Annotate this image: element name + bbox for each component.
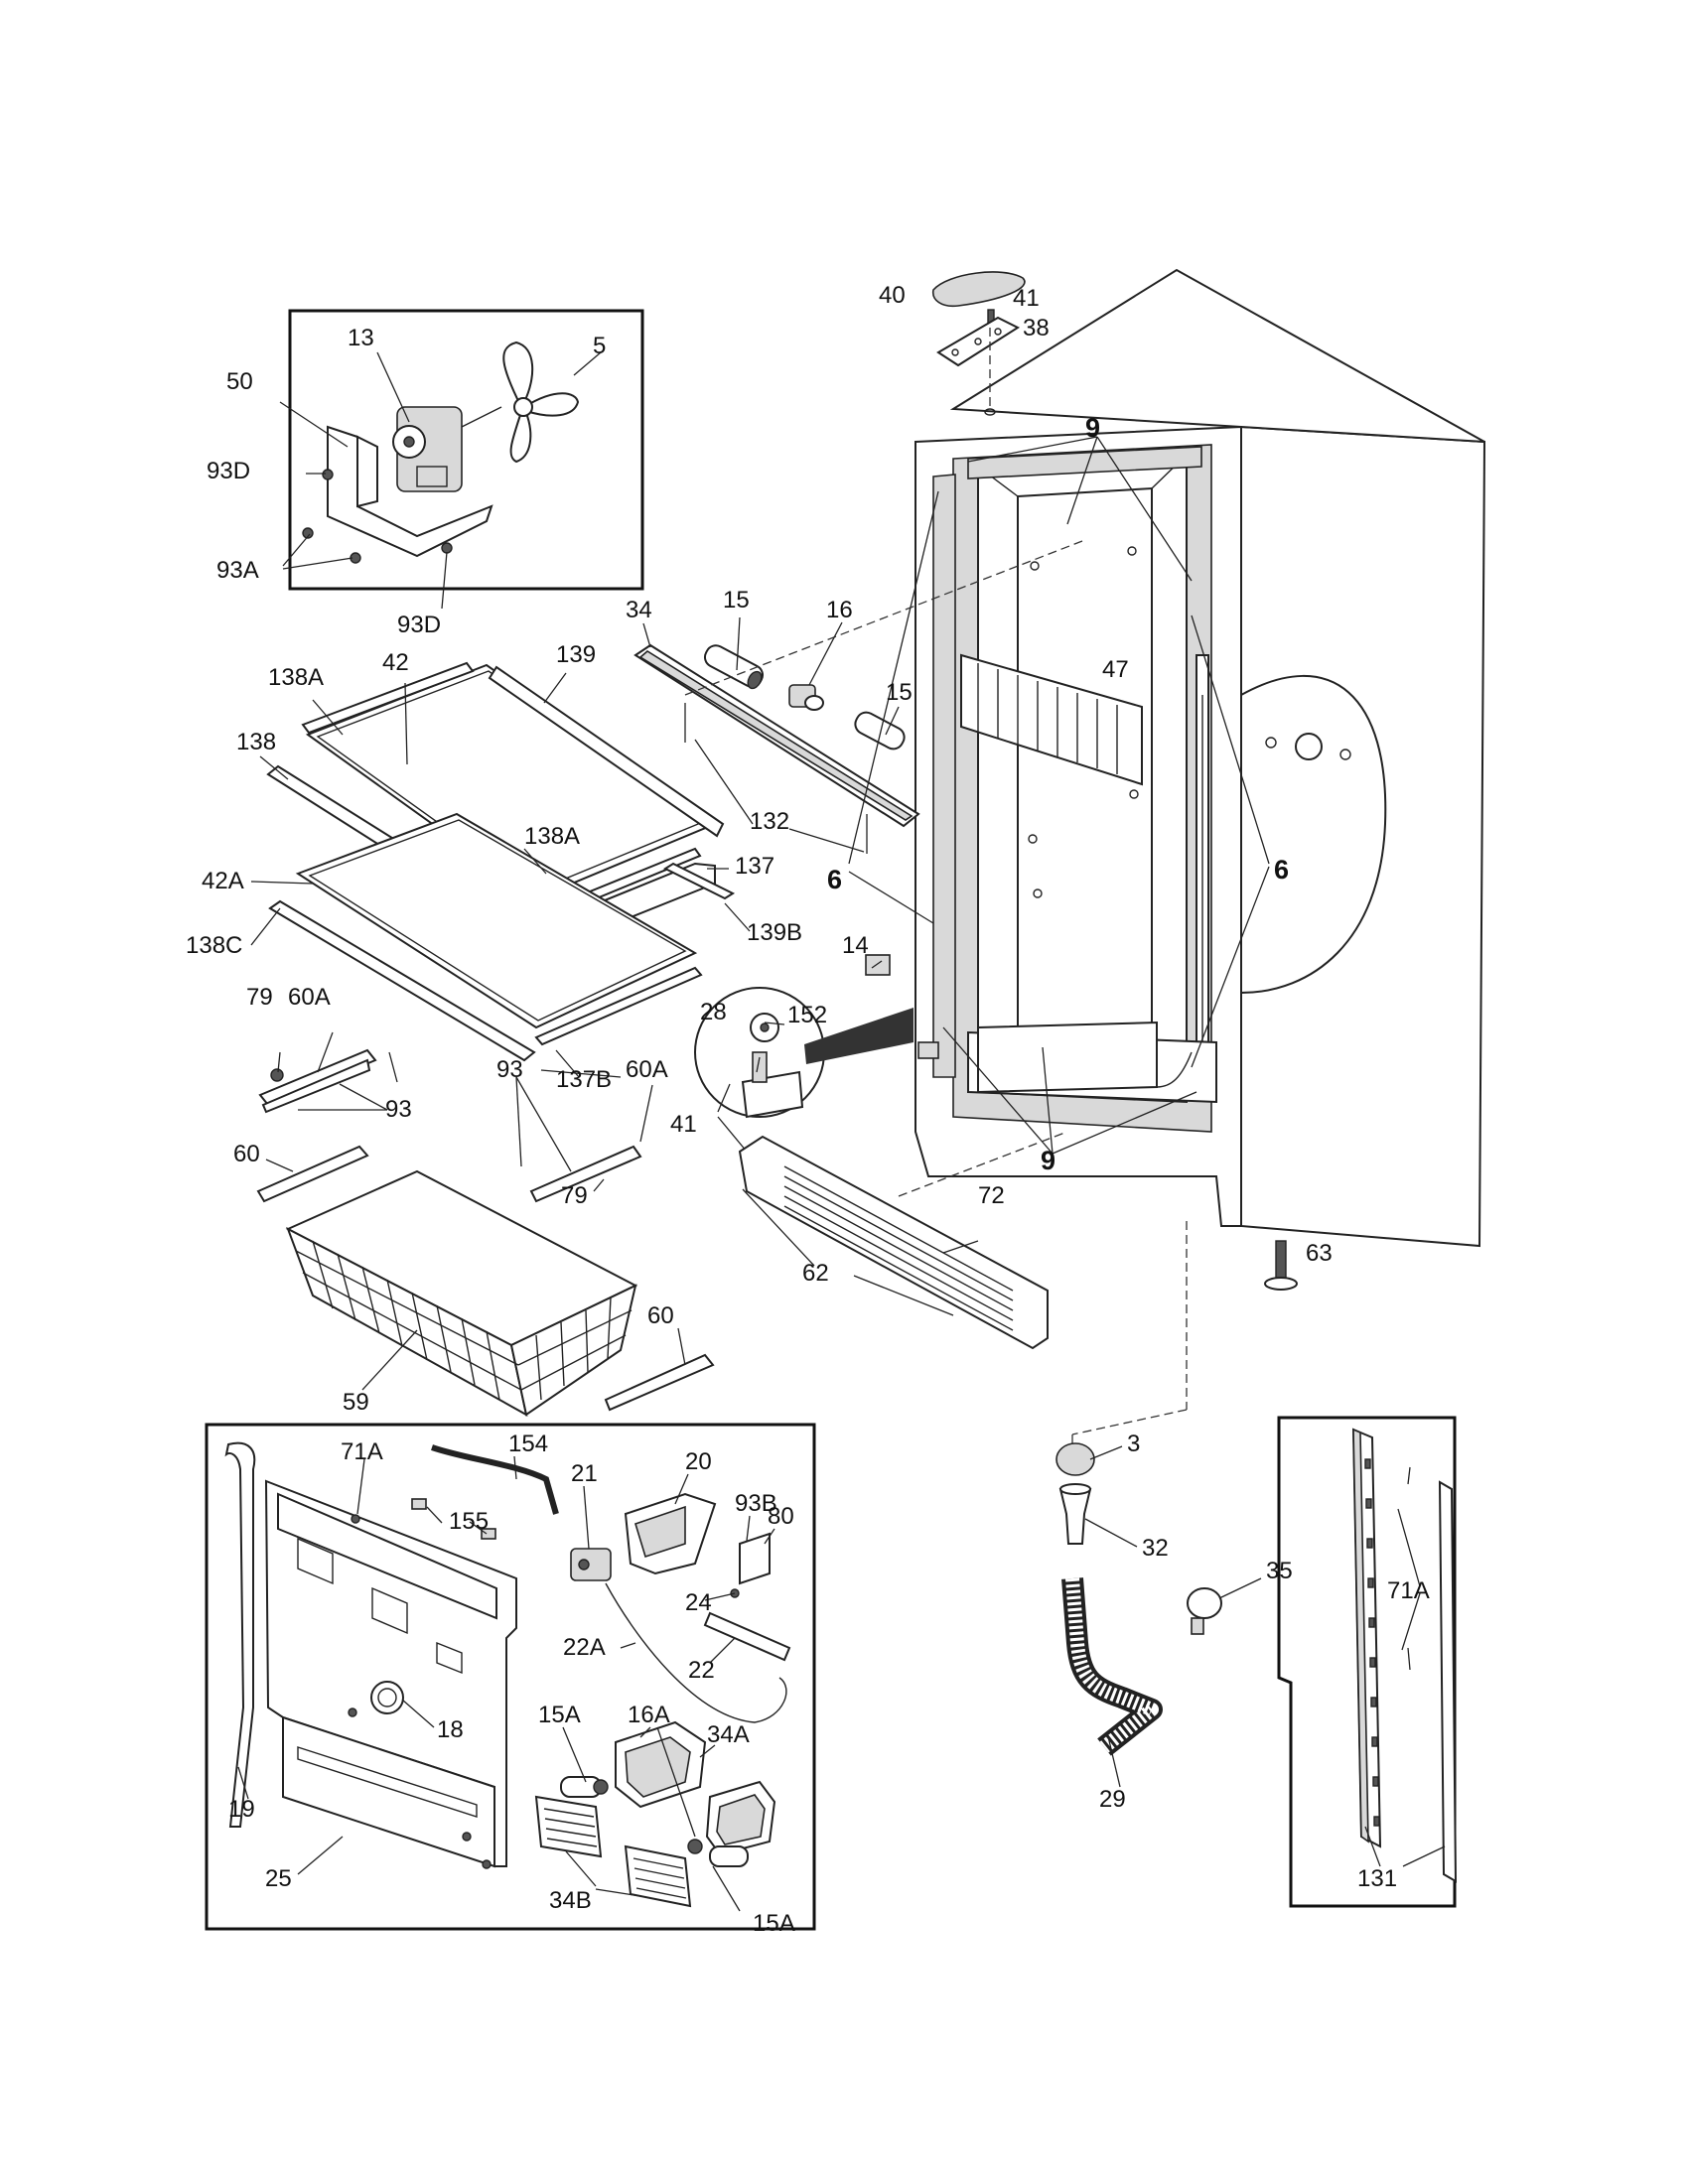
- label-5: 5: [593, 333, 606, 359]
- fan-motor-inset: [279, 309, 644, 610]
- label-60a-right: 60A: [626, 1056, 668, 1083]
- label-42: 42: [382, 649, 409, 676]
- shelf-standard-inset: [1277, 1416, 1458, 1908]
- label-13: 13: [348, 325, 374, 351]
- label-93-left: 93: [385, 1096, 412, 1123]
- label-63: 63: [1306, 1240, 1333, 1267]
- label-34: 34: [626, 597, 652, 623]
- label-137b: 137B: [556, 1066, 612, 1093]
- label-21: 21: [571, 1460, 598, 1487]
- top-hinge: [932, 271, 1026, 416]
- label-38: 38: [1023, 315, 1050, 341]
- label-6-right: 6: [1274, 855, 1289, 885]
- label-93d-lower: 93D: [397, 612, 441, 638]
- label-32: 32: [1142, 1535, 1169, 1562]
- part-labels: 40 41 38 9 13 5 50 93D 93A 93D 34 15 16 …: [186, 282, 1430, 1937]
- label-42a: 42A: [202, 868, 244, 894]
- label-3: 3: [1127, 1431, 1140, 1457]
- label-22a: 22A: [563, 1634, 606, 1661]
- fan-blade: [502, 341, 580, 464]
- bottom-hinge-inset: [694, 954, 939, 1153]
- label-22: 22: [688, 1657, 715, 1684]
- label-20: 20: [685, 1448, 712, 1475]
- label-137: 137: [735, 853, 774, 880]
- label-15a-upper: 15A: [538, 1702, 581, 1728]
- label-14: 14: [842, 932, 869, 959]
- label-6-left: 6: [827, 865, 842, 894]
- label-60-upper: 60: [233, 1141, 260, 1167]
- label-79-upper: 79: [246, 984, 273, 1011]
- drain-assembly: [1055, 1442, 1262, 1788]
- label-138c: 138C: [186, 932, 242, 959]
- shelves-assembly: [250, 661, 751, 1078]
- label-93a: 93A: [216, 557, 259, 584]
- label-34b: 34B: [549, 1887, 592, 1914]
- label-35: 35: [1266, 1558, 1293, 1584]
- label-40: 40: [879, 282, 906, 309]
- label-16a: 16A: [628, 1702, 670, 1728]
- label-139b: 139B: [747, 919, 802, 946]
- label-59: 59: [343, 1389, 369, 1416]
- label-28: 28: [700, 999, 727, 1025]
- label-132: 132: [750, 808, 789, 835]
- control-panel-inset: [205, 1423, 816, 1931]
- wire-basket: [285, 1169, 638, 1417]
- fan-motor: [392, 406, 502, 492]
- label-93b: 93B: [735, 1490, 777, 1517]
- label-155: 155: [449, 1508, 489, 1535]
- label-80: 80: [768, 1503, 794, 1530]
- label-41: 41: [1013, 285, 1040, 312]
- label-154: 154: [508, 1431, 548, 1457]
- label-93d-upper: 93D: [207, 458, 250, 484]
- label-138a-upper: 138A: [268, 664, 324, 691]
- label-71a-rail: 71A: [1387, 1577, 1430, 1604]
- label-72: 72: [978, 1182, 1005, 1209]
- label-71a-panel: 71A: [341, 1438, 383, 1465]
- label-16: 16: [826, 597, 853, 623]
- label-62: 62: [802, 1260, 829, 1287]
- seal-leaders: [848, 436, 1270, 1155]
- label-138: 138: [236, 729, 276, 755]
- label-34a: 34A: [707, 1721, 750, 1748]
- label-18: 18: [437, 1716, 464, 1743]
- label-93-mid: 93: [496, 1056, 523, 1083]
- label-152: 152: [787, 1002, 827, 1028]
- label-15-right: 15: [886, 679, 913, 706]
- label-47: 47: [1102, 656, 1129, 683]
- label-138a-lower: 138A: [524, 823, 580, 850]
- label-29: 29: [1099, 1786, 1126, 1813]
- toe-grille: [738, 1131, 1188, 1449]
- cabinet: [914, 268, 1486, 1291]
- label-139: 139: [556, 641, 596, 668]
- label-15-upper: 15: [723, 587, 750, 614]
- light-bracket-assembly: [633, 540, 1083, 854]
- label-9-top: 9: [1085, 413, 1100, 443]
- label-9-bottom: 9: [1041, 1146, 1055, 1175]
- label-19: 19: [228, 1796, 255, 1823]
- label-131: 131: [1357, 1865, 1397, 1892]
- label-79-lower: 79: [561, 1182, 588, 1209]
- label-50: 50: [226, 368, 253, 395]
- label-24: 24: [685, 1589, 712, 1616]
- label-60-lower: 60: [647, 1302, 674, 1329]
- leveling-leg: [1264, 1240, 1298, 1291]
- label-41-lower: 41: [670, 1111, 697, 1138]
- basket-rails: [256, 1031, 715, 1412]
- label-15a-lower: 15A: [753, 1910, 795, 1937]
- label-60a-left: 60A: [288, 984, 331, 1011]
- label-25: 25: [265, 1865, 292, 1892]
